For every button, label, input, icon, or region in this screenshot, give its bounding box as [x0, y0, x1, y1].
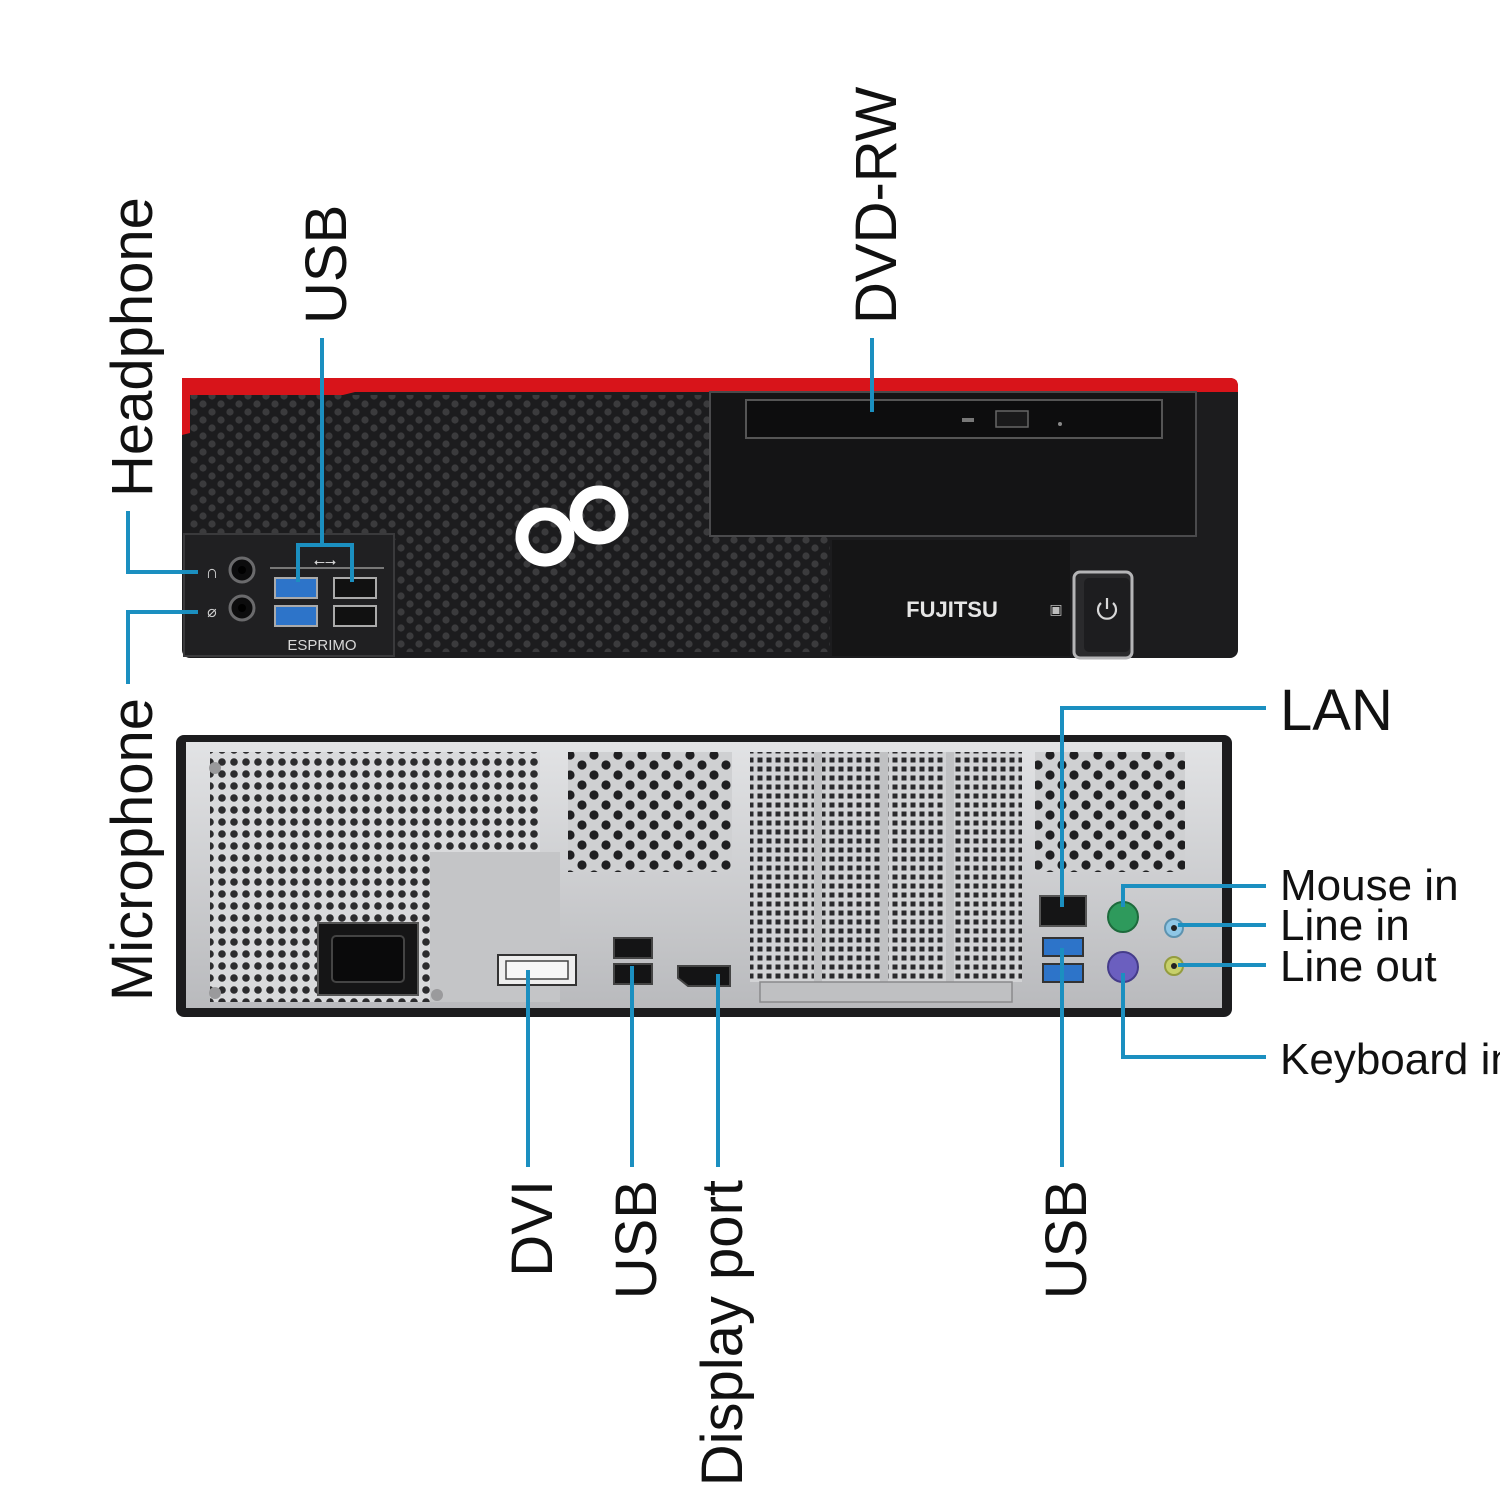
dvi-pins: [505, 960, 569, 980]
label-keyboard-in: Keyboard in: [1280, 1035, 1500, 1084]
usb-port[interactable]: [274, 605, 318, 627]
labels: Headphone Microphone USB DVD-RW LAN Mous…: [100, 86, 1500, 1486]
rear-panel: [176, 735, 1232, 1017]
label-headphone: Headphone: [100, 197, 165, 497]
hdd-activity-icon: ▣: [1049, 601, 1062, 617]
usb-port[interactable]: [333, 577, 377, 599]
fujitsu-infinity-logo: [515, 485, 629, 567]
callout-lines: [126, 338, 1266, 1167]
displayport-port[interactable]: [677, 965, 731, 987]
front-vent-grille-lower: [396, 540, 830, 652]
label-microphone: Microphone: [100, 698, 165, 1001]
label-dvd-rw: DVD-RW: [844, 86, 909, 324]
power-icon: [1096, 598, 1118, 620]
label-lan: LAN: [1280, 678, 1393, 743]
callout-headphone: [126, 511, 198, 574]
microphone-jack[interactable]: [228, 594, 256, 622]
power-inlet-socket: [331, 935, 405, 983]
headphone-icon: ∩: [206, 562, 219, 582]
usb-icon: ⭠⭢: [314, 553, 336, 569]
label-mouse-in: Mouse in: [1280, 861, 1459, 910]
callout-usb-front-bracket: [296, 543, 354, 582]
headphone-jack[interactable]: [228, 556, 256, 584]
slot-brackets: [759, 981, 1013, 1003]
front-brand-panel: [832, 540, 1070, 656]
front-panel: ∩ ⌀ ⭠⭢ ESPRIMO FUJITSU ▣: [182, 378, 1238, 660]
callout-mouse-in: [1121, 884, 1266, 907]
label-line-in: Line in: [1280, 901, 1410, 950]
dvd-tray: [745, 399, 1163, 439]
power-button[interactable]: [1084, 578, 1130, 652]
callout-keyboard-in: [1121, 973, 1266, 1059]
label-usb-rear-right: USB: [1034, 1180, 1099, 1299]
callout-lan: [1060, 706, 1266, 907]
screw: [209, 762, 221, 774]
label-display-port: Display port: [690, 1180, 755, 1486]
usb-port[interactable]: [333, 605, 377, 627]
label-line-out: Line out: [1280, 942, 1437, 991]
label-usb-front: USB: [294, 205, 359, 324]
label-usb-rear-left: USB: [604, 1180, 669, 1299]
callout-microphone: [126, 610, 198, 684]
dvd-emergency-eject: [1058, 422, 1062, 426]
red-accent-strip: [182, 378, 1238, 435]
eject-button[interactable]: [995, 410, 1029, 428]
screw: [209, 987, 221, 999]
brand-text: FUJITSU: [906, 597, 998, 622]
screw: [431, 989, 443, 1001]
jack-hole: [1171, 963, 1177, 969]
usb-port[interactable]: [613, 937, 653, 959]
rear-vent-right: [1035, 752, 1185, 872]
dvd-led: [962, 418, 974, 422]
rear-vent-top: [568, 752, 732, 872]
model-text: ESPRIMO: [287, 637, 356, 654]
label-dvi: DVI: [500, 1180, 565, 1277]
jack-hole: [1171, 925, 1177, 931]
microphone-icon: ⌀: [207, 604, 217, 621]
